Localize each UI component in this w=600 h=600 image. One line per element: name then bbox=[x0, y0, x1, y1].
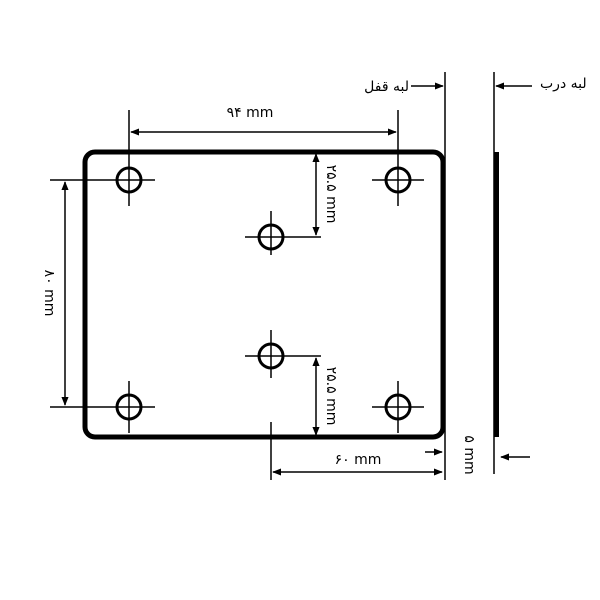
dim-25-top-label: ۲۵.۵ mm bbox=[323, 165, 339, 224]
hole-bottom-left bbox=[103, 381, 155, 433]
lock-edge-label: لبه قفل bbox=[364, 79, 409, 95]
dim-94-label: ۹۴ mm bbox=[227, 105, 274, 121]
hole-center-upper bbox=[245, 211, 321, 255]
plate-side-view bbox=[494, 152, 499, 437]
hole-center-lower bbox=[245, 330, 321, 378]
dim-25-bottom-label: ۲۵.۵ mm bbox=[323, 367, 339, 426]
hole-top-left bbox=[103, 154, 155, 206]
hole-top-right bbox=[372, 154, 424, 206]
dim-60-label: ۶۰ mm bbox=[335, 452, 382, 468]
hole-bottom-right bbox=[372, 381, 424, 433]
dim-80-label: ۸۰ mm bbox=[41, 270, 57, 317]
door-edge-label: لبه درب bbox=[540, 76, 587, 92]
dim-5-label: ۵ mm bbox=[461, 435, 477, 474]
plate-outline bbox=[82, 149, 446, 440]
